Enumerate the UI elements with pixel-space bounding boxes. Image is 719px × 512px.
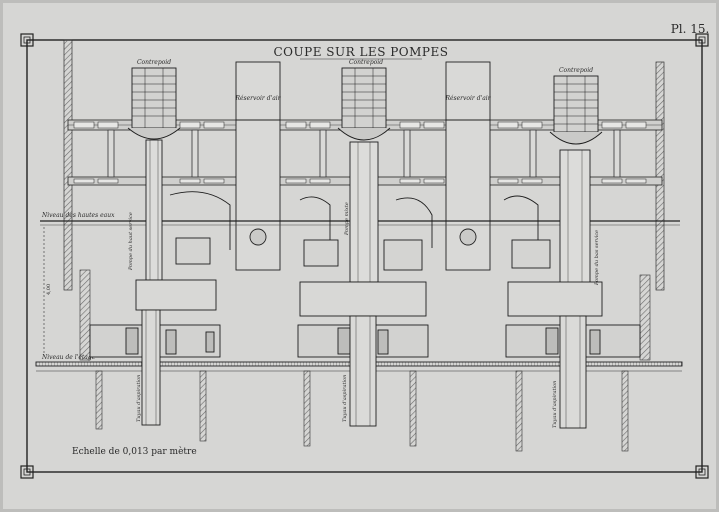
high-water-label: Niveau des hautes eaux <box>41 212 115 219</box>
suction-pipe-label-2: Tuyau d'aspiration <box>342 375 348 422</box>
suction-pipe-label-3: Tuyau d'aspiration <box>552 381 558 428</box>
scale-label: Echelle de 0,013 par mètre <box>72 446 197 457</box>
columns <box>107 129 621 178</box>
height-dimension-label: 4,00 <box>46 284 52 295</box>
pump-high-service-label: Pompe du haut service <box>128 212 134 271</box>
air-reservoir-label-right: Réservoir d'air <box>444 95 491 102</box>
air-reservoir-label-left: Réservoir d'air <box>234 95 281 102</box>
pump-mixed-label: Pompe mixte <box>344 202 350 236</box>
plate-title: COUPE SUR LES POMPES <box>274 45 449 59</box>
pump-low-service-label: Pompe du bas service <box>594 230 600 286</box>
pump-group-1 <box>89 67 231 426</box>
pump-group-2 <box>297 67 433 427</box>
air-reservoir-right <box>445 61 491 271</box>
air-reservoir-left <box>235 61 281 271</box>
plate-frame <box>20 33 709 479</box>
outer-walls <box>63 39 665 361</box>
suction-pipe-label-1: Tuyau d'aspiration <box>136 375 142 422</box>
foundation-posts <box>95 370 629 452</box>
counterweight-label-2: Contrepoid <box>349 59 383 66</box>
counterweight-label-3: Contrepoid <box>559 67 593 74</box>
pump-group-3 <box>503 75 641 429</box>
counterweight-label-1: Contrepoid <box>137 59 171 66</box>
plate-number: Pl. 15. <box>671 22 710 36</box>
floor-level-label: Niveau de l'étage <box>41 354 96 361</box>
